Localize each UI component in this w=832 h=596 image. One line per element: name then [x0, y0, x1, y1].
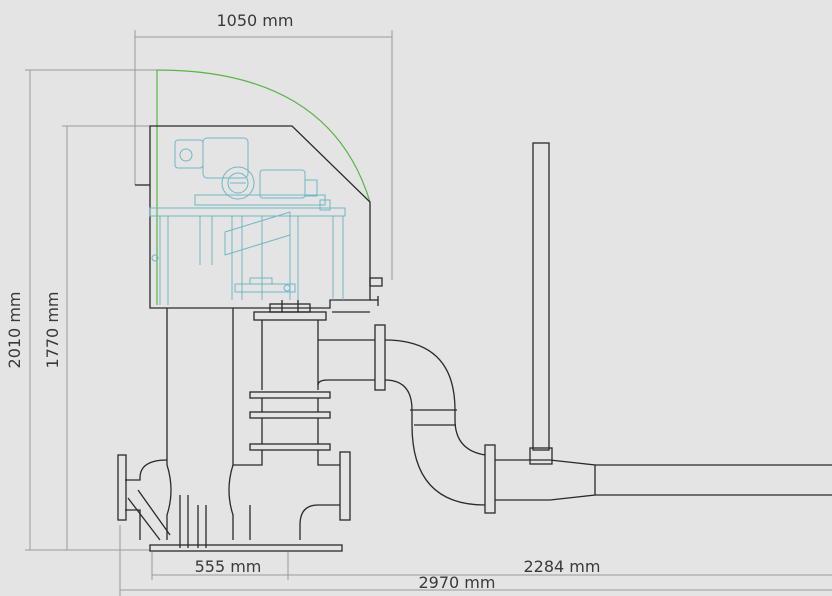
- door-swing-arc: [156, 69, 371, 305]
- dim-outlet-length: 2284 mm: [524, 557, 601, 576]
- actuator-assembly: [149, 137, 346, 305]
- pump-column: [117, 142, 832, 552]
- dim-base-width: 555 mm: [195, 557, 262, 576]
- housing: [135, 125, 383, 313]
- dim-total-length: 2970 mm: [419, 573, 496, 592]
- dim-total-height: 2010 mm: [5, 292, 24, 369]
- dim-body-height: 1770 mm: [43, 292, 62, 369]
- dim-top-width: 1050 mm: [217, 11, 294, 30]
- dimension-lines: [25, 30, 832, 596]
